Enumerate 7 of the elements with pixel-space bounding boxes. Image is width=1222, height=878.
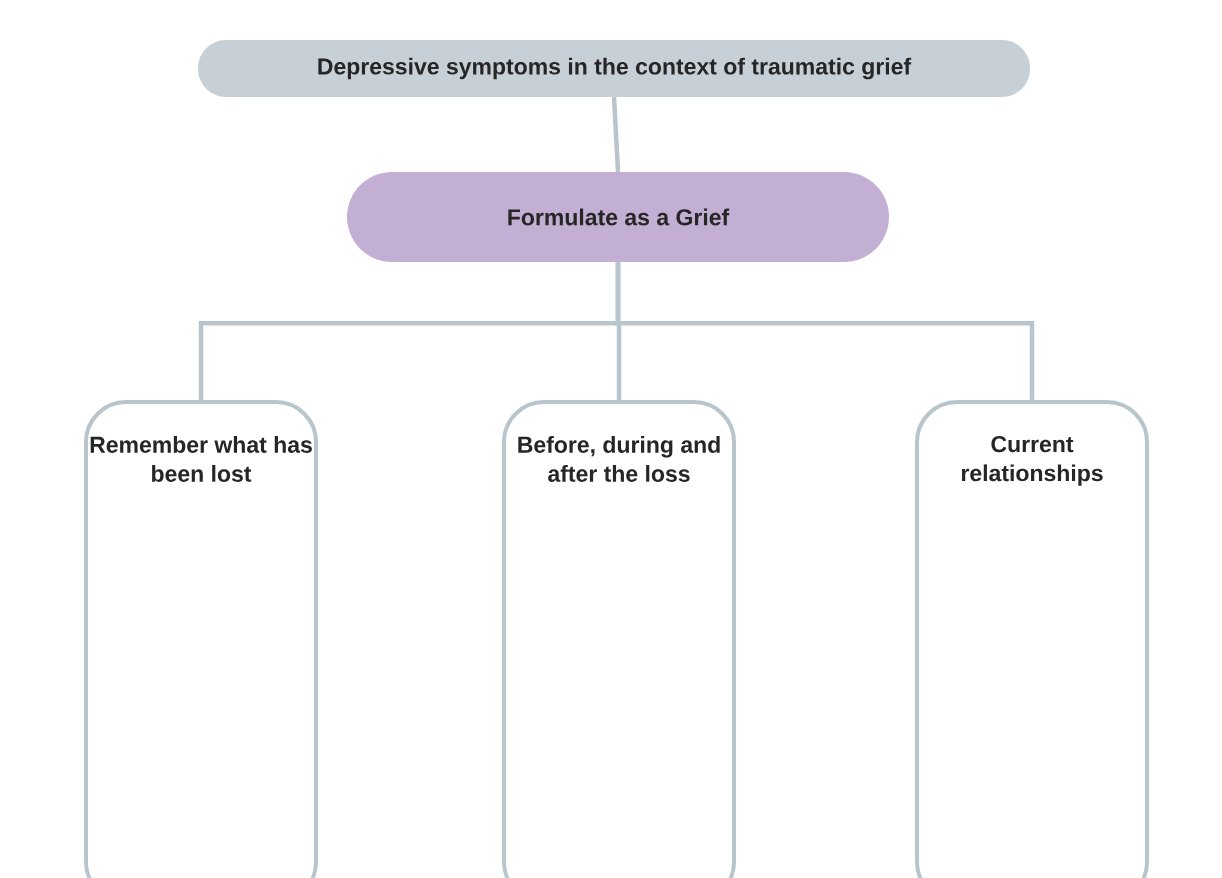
rounded-box: Depressive symptoms in the context of traumatic grief — [198, 40, 1030, 97]
rounded-box: Current relationships — [915, 400, 1149, 878]
rounded-box: Before, during and after the loss — [502, 400, 736, 878]
connector-line — [615, 262, 1035, 400]
connector-line — [611, 97, 621, 172]
rounded-box: Remember what has been lost — [84, 400, 318, 878]
rounded-box: Formulate as a Grief — [347, 172, 889, 262]
